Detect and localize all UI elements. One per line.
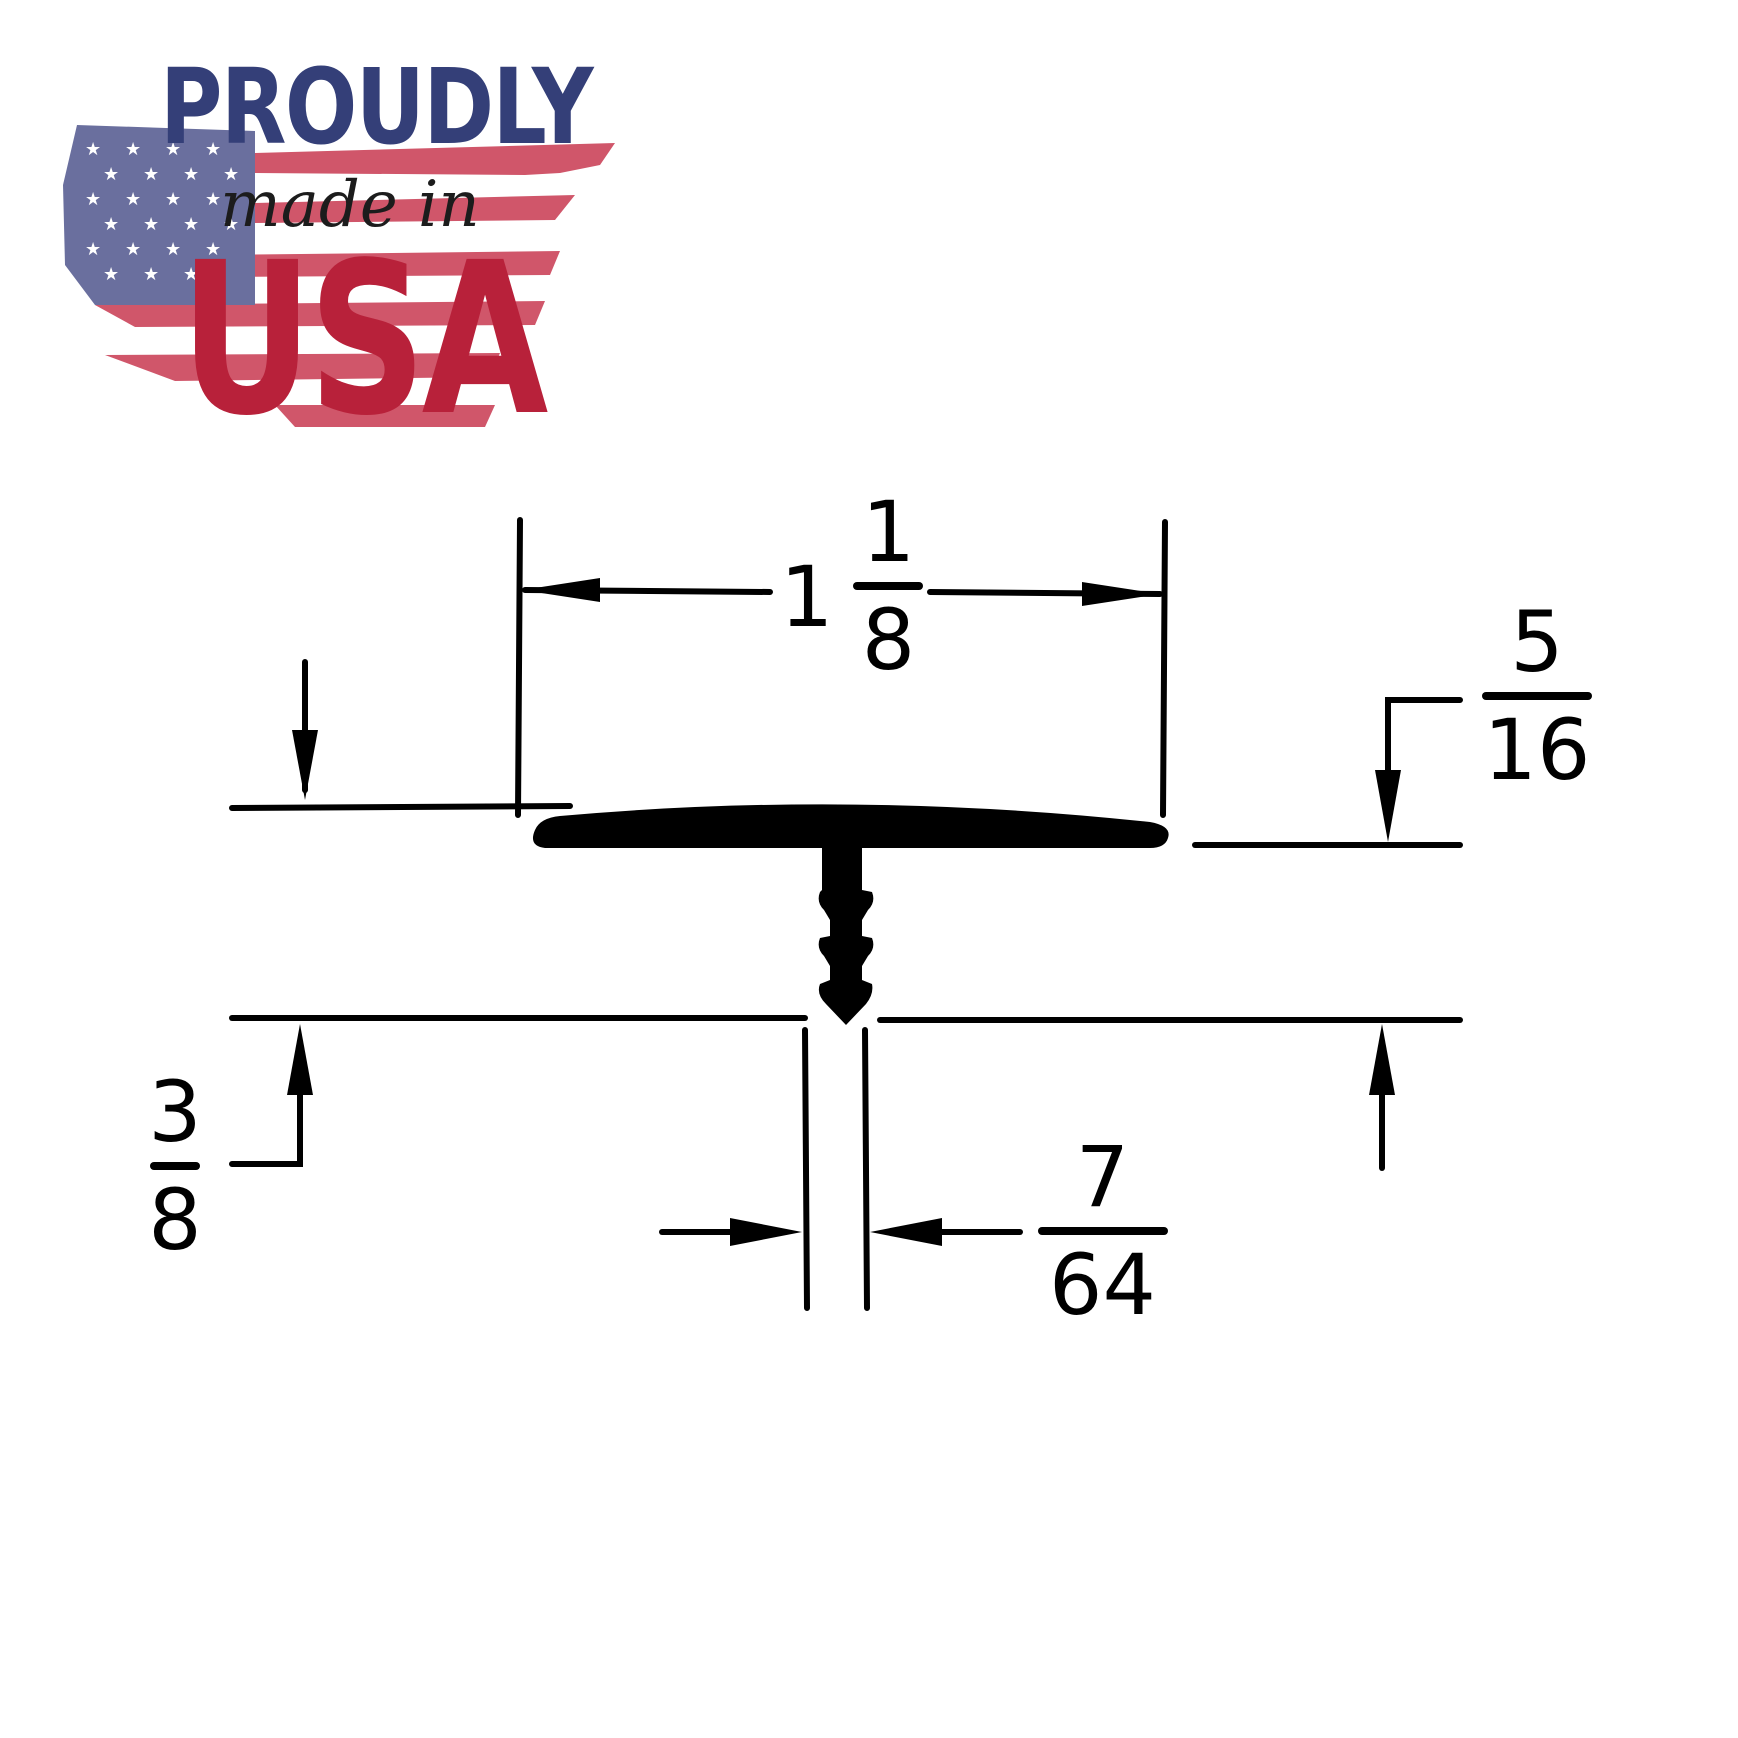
svg-text:★: ★ [183,214,199,235]
svg-text:★: ★ [125,239,141,260]
dim-stem-width: 7 64 [1035,1135,1170,1327]
dim-stem-depth-denominator: 8 [148,1171,202,1269]
fraction-bar [150,1162,200,1170]
svg-text:★: ★ [165,239,181,260]
svg-text:★: ★ [85,239,101,260]
svg-text:★: ★ [183,164,199,185]
dim-stem-width-denominator: 64 [1049,1236,1156,1334]
dim-stem-depth: 3 8 [145,1070,205,1262]
usa-flag-map-icon: ★★★★ ★★★★ ★★★★ ★★★★ ★★★★ ★★★ [63,125,615,427]
dim-top-width-numerator: 1 [861,483,916,581]
dim-top-width-denominator: 8 [861,591,916,689]
fraction-bar [1482,692,1592,700]
svg-text:★: ★ [85,139,101,160]
logo-usa-text: USA [180,217,548,462]
svg-text:★: ★ [143,264,159,285]
made-in-usa-logo: ★★★★ ★★★★ ★★★★ ★★★★ ★★★★ ★★★ PROUDLY mad… [55,55,645,465]
svg-text:★: ★ [205,139,221,160]
dim-cap-thickness-denominator: 16 [1483,701,1591,799]
fraction-bar [853,582,924,590]
dim-cap-thickness-numerator: 5 [1510,593,1564,691]
svg-text:★: ★ [223,164,239,185]
logo-made-in-text: made in [220,168,480,242]
svg-text:★: ★ [183,264,199,285]
svg-text:★: ★ [85,189,101,210]
svg-text:★: ★ [125,189,141,210]
svg-text:★: ★ [143,214,159,235]
dim-top-width-whole: 1 [780,548,834,646]
fraction-bar [1037,1227,1168,1235]
svg-text:★: ★ [103,264,119,285]
logo-proudly-text: PROUDLY [160,46,594,168]
svg-text:★: ★ [205,189,221,210]
dim-stem-depth-numerator: 3 [148,1063,202,1161]
svg-text:★: ★ [165,139,181,160]
svg-text:★: ★ [103,214,119,235]
svg-text:★: ★ [103,164,119,185]
svg-text:★: ★ [205,239,221,260]
svg-text:★: ★ [143,164,159,185]
svg-text:★: ★ [223,214,239,235]
svg-text:★: ★ [165,189,181,210]
dim-cap-thickness: 5 16 [1482,600,1592,792]
dim-top-width: 1 1 8 [780,483,924,689]
svg-text:★: ★ [125,139,141,160]
dim-stem-width-numerator: 7 [1075,1128,1130,1226]
